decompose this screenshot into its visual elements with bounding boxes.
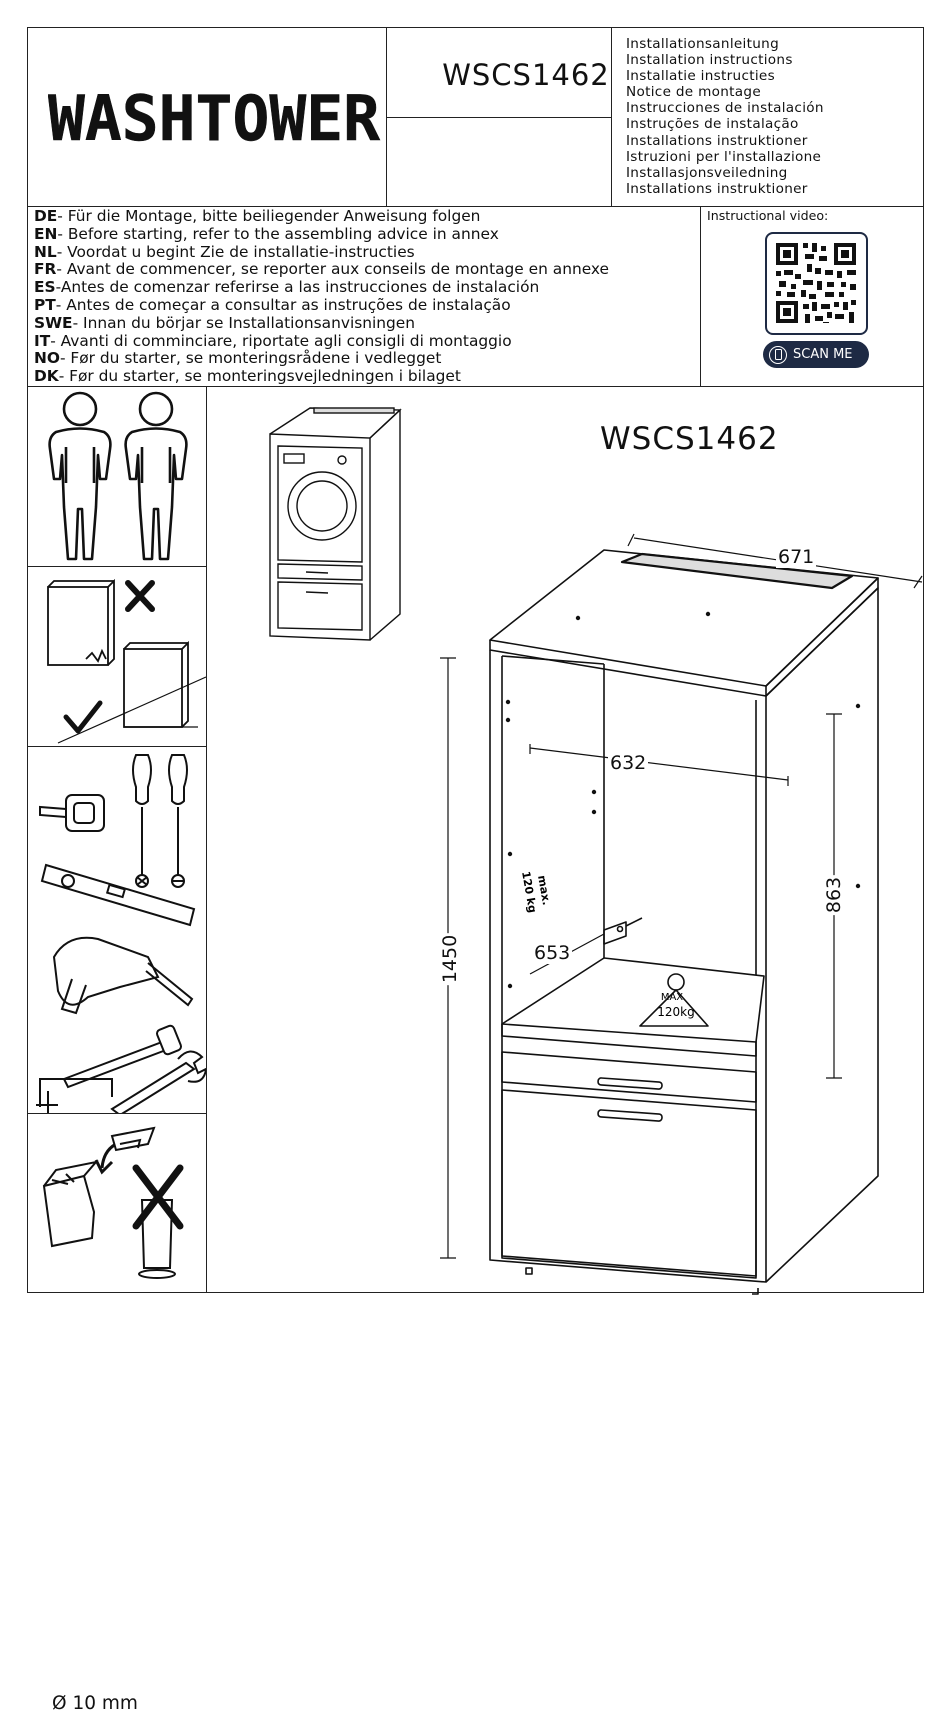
recycling-icon [42,1126,184,1279]
product-model-title: WSCS1462 [600,421,779,457]
two-persons-icon [48,391,188,561]
instruction-sheet: WASHTOWER WSCS1462 Installationsanleitun… [27,27,924,1714]
note-pt: PT- Antes de começar a consultar as inst… [34,295,511,314]
side-load-label-1: max. [535,874,553,906]
language-notes: DE- Für die Montage, bitte beiliegender … [34,207,610,386]
left-cell-divider-2 [28,746,206,747]
video-col-divider [700,206,701,386]
lang-title: Notice de montage [626,84,761,101]
lang-title: Instruções de instalação [626,116,799,133]
video-label: Instructional video: [707,208,829,223]
recycle-box-icon [42,1174,96,1248]
lang-title: Installation instructions [626,52,793,69]
note-swe: SWE- Innan du börjar se Installationsanv… [34,313,416,332]
recycling-cell [28,1114,206,1292]
lang-title: Istruzioni per l'installazione [626,148,822,165]
floor-protection-cell [28,567,206,745]
notes-divider [28,386,923,387]
scan-me-label: SCAN ME [793,347,853,362]
max-load-value: 120kg [657,1005,694,1019]
note-nl: NL- Voordat u begint Zie de installatie-… [34,242,415,261]
scan-me-button[interactable]: SCAN ME [763,341,869,368]
dimension-inner-height: 863 [823,874,846,916]
note-it: IT- Avanti di comminciare, riportate agl… [34,331,512,350]
header-col-divider-2 [611,28,612,206]
washtower-with-machine-thumbnail [266,404,402,642]
dimension-height: 1450 [439,932,462,986]
model-number: WSCS1462 [442,58,610,92]
lang-title: Installations instruktioner [626,180,808,197]
lang-title: Instrucciones de instalación [626,100,824,117]
header-divider [28,206,923,207]
tape-measure-icon [65,794,105,832]
phone-icon [769,345,787,364]
floor-protection-icon [47,578,206,744]
qr-code-icon[interactable] [765,232,868,335]
note-de: DE- Für die Montage, bitte beiliegender … [34,207,481,225]
dimension-inner-width: 632 [608,752,649,774]
tools-icon [36,754,206,1113]
lang-title: Installationsanleitung [626,36,780,52]
clamp-icon [39,1078,113,1107]
max-load-label: MAX [661,992,683,1003]
left-cell-divider-1 [28,566,206,567]
note-no: NO- Før du starter, se monteringsrådene … [34,349,442,368]
two-persons-cell [28,387,206,565]
drill-bit-size: Ø 10 mm [52,1693,138,1714]
dimension-width: 671 [776,546,817,568]
tools-cell: Ø 10 mm [28,747,206,1714]
dimension-depth: 653 [532,942,573,964]
left-column-divider [206,386,207,1292]
lang-title: Installasjonsveiledning [626,164,788,181]
cabinet-technical-drawing: MAX 120kg max. 120 kg 671 632 653 1450 8… [408,506,923,1296]
note-es: ES-Antes de comenzar referirse a las ins… [34,278,540,297]
model-box-divider [386,117,611,118]
brand-text: WASHTOWER [48,88,381,148]
note-fr: FR- Avant de commencer, se reporter aux … [34,260,610,279]
wrench-icon [110,1061,196,1113]
washing-machine-icon [269,407,402,641]
note-dk: DK- Før du starter, se monteringsvejledn… [34,367,461,386]
lang-title: Installations instruktioner [626,132,808,149]
cabinet-drawing: MAX 120kg max. 120 kg [440,533,923,1295]
note-en: EN- Before starting, refer to the assemb… [34,224,499,243]
language-title-list: Installationsanleitung Installation inst… [626,36,824,197]
left-cell-divider-3 [28,1113,206,1114]
lang-title: Installatie instructies [626,68,775,85]
drill-icon [52,936,160,1006]
screwdriver-icon [132,754,152,805]
washtower-logo: WASHTOWER [48,82,383,156]
